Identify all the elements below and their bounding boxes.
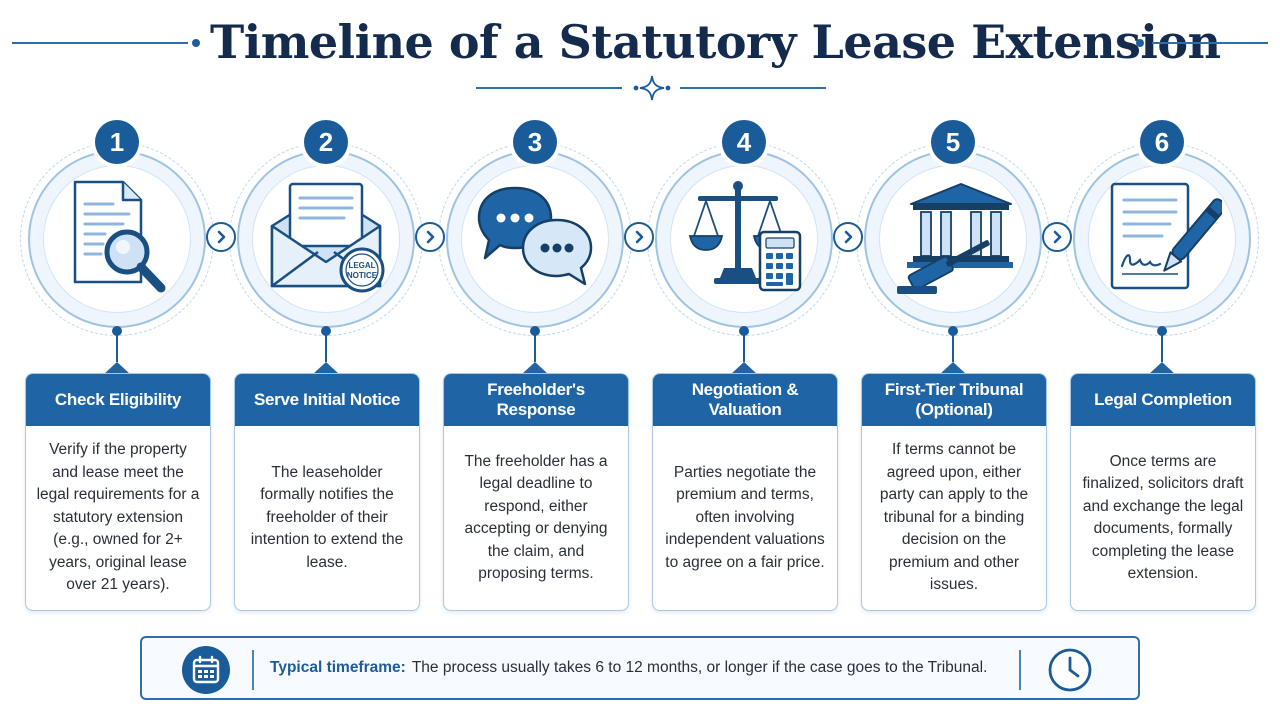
step-title: First-Tier Tribunal (Optional) bbox=[862, 374, 1046, 426]
ornament-rule-left bbox=[476, 87, 622, 89]
card-pointer bbox=[522, 362, 548, 374]
connector-dot bbox=[112, 326, 122, 336]
card-pointer bbox=[940, 362, 966, 374]
title-dot-right bbox=[1136, 39, 1144, 47]
stamp-text-line2: NOTICE bbox=[347, 271, 378, 280]
step-description: Once terms are finalized, solicitors dra… bbox=[1082, 452, 1244, 583]
chevron-right-icon bbox=[415, 222, 445, 252]
step-title: Freeholder's Response bbox=[444, 374, 628, 426]
diamond-ornament-icon bbox=[633, 75, 671, 101]
speech-bubbles-icon bbox=[477, 186, 593, 286]
page-title: Timeline of a Statutory Lease Extension bbox=[210, 15, 1221, 69]
step-card: Check Eligibility Verify if the property… bbox=[25, 373, 211, 611]
connector-dot bbox=[321, 326, 331, 336]
connector-line bbox=[1161, 334, 1163, 362]
ornament-rule-right bbox=[680, 87, 826, 89]
timeframe-description: The process usually takes 6 to 12 months… bbox=[411, 659, 988, 676]
timeframe-label: Typical timeframe: bbox=[270, 659, 406, 676]
banner-divider bbox=[1019, 650, 1021, 690]
step-description: Parties negotiate the premium and terms,… bbox=[665, 463, 825, 571]
title-rule-right bbox=[1152, 42, 1268, 44]
connector-dot bbox=[948, 326, 958, 336]
connector-line bbox=[116, 334, 118, 362]
connector-dot bbox=[739, 326, 749, 336]
step-description: The leaseholder formally notifies the fr… bbox=[250, 463, 404, 571]
courthouse-gavel-icon bbox=[897, 183, 1013, 294]
stamp-text-line1: LEGAL bbox=[348, 261, 375, 270]
clock-icon bbox=[1048, 648, 1092, 692]
step-6: 6 Legal Completion Once terms are finali… bbox=[1062, 112, 1262, 612]
step-description: Verify if the property and lease meet th… bbox=[36, 441, 200, 594]
step-2: LEGAL NOTICE 2 Serve Initial Notice The … bbox=[226, 112, 426, 612]
step-card: First-Tier Tribunal (Optional) If terms … bbox=[861, 373, 1047, 611]
step-description: If terms cannot be agreed upon, either p… bbox=[879, 441, 1029, 594]
envelope-legal-notice-icon: LEGAL NOTICE bbox=[270, 182, 385, 293]
step-card: Negotiation & Valuation Parties negotiat… bbox=[652, 373, 838, 611]
scales-calculator-icon bbox=[688, 181, 802, 292]
title-rule-left bbox=[12, 42, 188, 44]
calendar-icon bbox=[182, 646, 230, 694]
timeframe-text: Typical timeframe: The process usually t… bbox=[270, 638, 1010, 698]
card-pointer bbox=[731, 362, 757, 374]
step-card: Legal Completion Once terms are finalize… bbox=[1070, 373, 1256, 611]
step-number-badge: 5 bbox=[931, 120, 975, 164]
step-title: Check Eligibility bbox=[26, 374, 210, 426]
step-number-badge: 4 bbox=[722, 120, 766, 164]
step-4: 4 Negotiation & Valuation Parties negoti… bbox=[644, 112, 844, 612]
card-pointer bbox=[313, 362, 339, 374]
title-dot-left bbox=[192, 39, 200, 47]
connector-line bbox=[534, 334, 536, 362]
step-number-badge: 1 bbox=[95, 120, 139, 164]
connector-dot bbox=[530, 326, 540, 336]
chevron-right-icon bbox=[624, 222, 654, 252]
chevron-right-icon bbox=[1042, 222, 1072, 252]
banner-divider bbox=[252, 650, 254, 690]
step-title: Serve Initial Notice bbox=[235, 374, 419, 426]
document-signature-pen-icon bbox=[1110, 182, 1222, 290]
connector-line bbox=[325, 334, 327, 362]
timeframe-banner: Typical timeframe: The process usually t… bbox=[140, 636, 1140, 700]
step-number-badge: 3 bbox=[513, 120, 557, 164]
chevron-right-icon bbox=[833, 222, 863, 252]
card-pointer bbox=[104, 362, 130, 374]
chevron-right-icon bbox=[206, 222, 236, 252]
step-3: 3 Freeholder's Response The freeholder h… bbox=[435, 112, 635, 612]
connector-line bbox=[743, 334, 745, 362]
connector-dot bbox=[1157, 326, 1167, 336]
card-pointer bbox=[1149, 362, 1175, 374]
step-1: 1 Check Eligibility Verify if the proper… bbox=[17, 112, 217, 612]
step-card: Freeholder's Response The freeholder has… bbox=[443, 373, 629, 611]
step-number-badge: 6 bbox=[1140, 120, 1184, 164]
connector-line bbox=[952, 334, 954, 362]
step-number-badge: 2 bbox=[304, 120, 348, 164]
step-title: Negotiation & Valuation bbox=[653, 374, 837, 426]
step-title: Legal Completion bbox=[1071, 374, 1255, 426]
step-5: 5 First-Tier Tribunal (Optional) If term… bbox=[853, 112, 1053, 612]
step-card: Serve Initial Notice The leaseholder for… bbox=[234, 373, 420, 611]
document-magnifier-icon bbox=[73, 180, 166, 293]
step-description: The freeholder has a legal deadline to r… bbox=[464, 452, 608, 583]
